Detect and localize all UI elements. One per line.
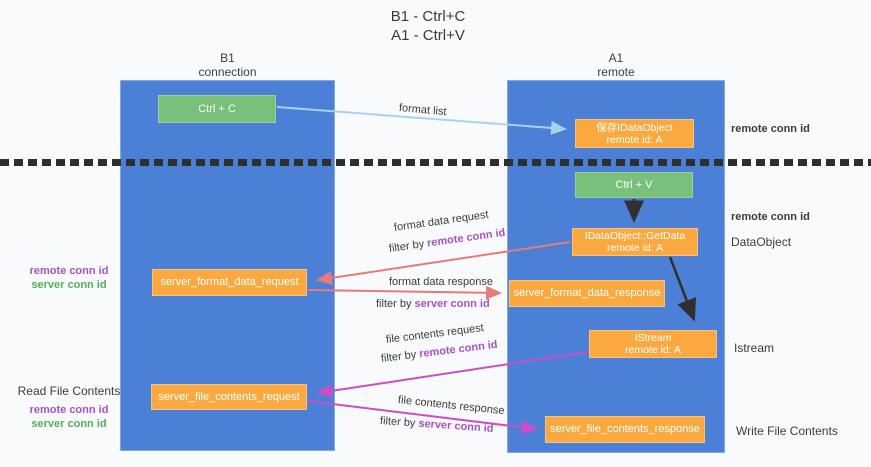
left-server-conn-id-1-label: server conn id [31,279,107,291]
idataobject-getdata-line1: IDataObject::GetData [584,230,686,242]
server-conn-id-key: server conn id [414,298,490,310]
phase-separator-dashed-line [0,159,871,166]
remote-conn-id-key: remote conn id [418,338,499,361]
filter-by-text: filter by [380,348,420,365]
left-remote-conn-id-2-label: remote conn id [29,404,109,416]
format-list-label: format list [398,102,448,119]
server-format-data-request-label: server_format_data_request [160,276,299,288]
right-column-header: A1 remote [507,51,725,79]
save-idataobject-box: 保存IDataObject remote id: A [575,119,694,148]
title-line-b1: B1 - Ctrl+C [390,8,466,25]
right-column-name: A1 [608,51,624,65]
server-file-contents-response-label: server_file_contents_response [550,423,700,435]
left-column-name: B1 [220,51,235,65]
format-data-response-filter-label: filter by server conn id [376,298,490,310]
istream-line1: IStream [634,332,672,344]
server-format-data-request-box: server_format_data_request [152,269,307,296]
file-contents-response-label: file contents response [397,394,506,418]
server-format-data-response-label: server_format_data_response [513,287,661,299]
istream-side-label: Istream [734,341,775,355]
server-file-contents-request-label: server_file_contents_request [158,390,300,403]
write-file-contents-label: Write File Contents [736,424,838,438]
left-column-header: B1 connection [120,51,335,79]
right-remote-conn-id-top-label: remote conn id [731,123,810,135]
left-conn-id-group-1: remote conn id server conn id [14,264,124,292]
file-contents-response-filter-label: filter by server conn id [380,415,494,435]
server-conn-id-key: server conn id [418,417,494,435]
left-server-conn-id-2-label: server conn id [31,418,107,430]
server-file-contents-request-box: server_file_contents_request [151,384,307,410]
right-remote-conn-id-mid-label: remote conn id [731,211,810,223]
ctrl-v-box: Ctrl + V [575,172,693,198]
save-idataobject-line2: remote id: A [606,133,663,146]
server-file-contents-response-box: server_file_contents_response [545,416,705,443]
server-format-data-response-box: server_format_data_response [509,280,665,307]
istream-box: IStream remote id: A [589,330,717,358]
diagram-title: B1 - Ctrl+C A1 - Ctrl+V [318,7,538,45]
filter-by-text: filter by [388,237,428,255]
ctrl-v-label: Ctrl + V [615,178,653,191]
remote-conn-id-key: remote conn id [426,226,507,250]
filter-by-text: filter by [379,415,419,430]
format-response-arrow [307,285,502,300]
right-column-role: remote [597,65,635,79]
title-line-a1: A1 - Ctrl+V [391,27,465,44]
filter-by-text: filter by [376,298,415,310]
save-idataobject-line1: 保存IDataObject [596,121,673,134]
istream-line2: remote id: A [624,344,682,356]
left-column-role: connection [198,65,257,79]
idataobject-getdata-box: IDataObject::GetData remote id: A [572,228,698,256]
ctrl-c-label: Ctrl + C [198,102,236,115]
left-remote-conn-id-1-label: remote conn id [29,265,109,277]
format-data-response-label: format data response [389,276,493,288]
idataobject-getdata-line2: remote id: A [606,242,664,254]
ctrl-c-box: Ctrl + C [158,95,276,123]
dataobject-label: DataObject [731,235,792,249]
left-conn-id-group-2: Read File Contents remote conn id server… [14,384,124,431]
read-file-contents-label: Read File Contents [17,384,121,398]
